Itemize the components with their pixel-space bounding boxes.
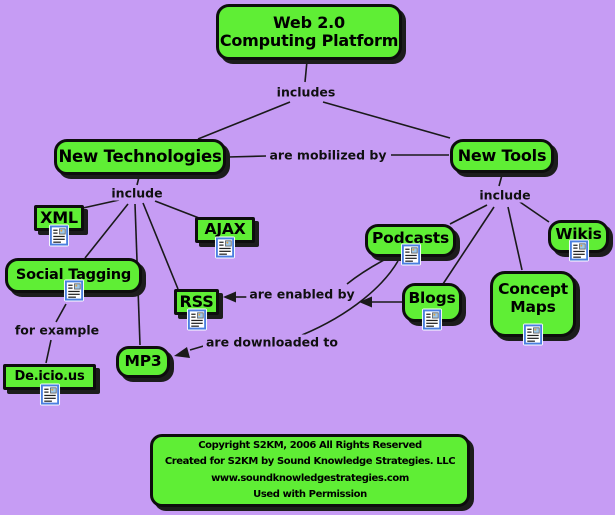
document-resource-icon[interactable]: [214, 236, 236, 259]
node-label: XML: [40, 207, 78, 227]
edge-label-are-downloaded-to: are downloaded to: [202, 334, 342, 350]
node-label: Blogs: [408, 288, 456, 307]
node-label: MP3: [124, 352, 162, 371]
node-label: New Technologies: [58, 146, 222, 166]
node-label: RSS: [179, 291, 214, 311]
node-label: Computing Platform: [219, 31, 399, 50]
node-podcasts[interactable]: Podcasts: [365, 224, 456, 266]
node-label: Wikis: [555, 224, 602, 243]
document-resource-icon[interactable]: [48, 224, 70, 247]
copyright-line: Created for S2KM by Sound Knowledge Stra…: [164, 456, 456, 467]
copyright-box: Copyright S2KM, 2006 All Rights Reserved…: [150, 434, 470, 507]
document-resource-icon[interactable]: [522, 323, 544, 346]
document-resource-icon[interactable]: [39, 383, 60, 406]
node-ajax[interactable]: AJAX: [195, 217, 255, 259]
node-web-2-0-computing-platform[interactable]: Web 2.0 Computing Platform: [216, 4, 402, 60]
node-label: New Tools: [457, 145, 547, 165]
edge-label-includes: includes: [273, 84, 339, 100]
document-resource-icon[interactable]: [186, 308, 207, 331]
edge-label-are-mobilized-by: are mobilized by: [266, 147, 390, 163]
edge-label-include-right: include: [476, 187, 534, 203]
node-label: Concept: [498, 280, 568, 299]
document-resource-icon[interactable]: [568, 239, 589, 262]
node-new-technologies[interactable]: New Technologies: [54, 139, 226, 175]
node-mp3[interactable]: MP3: [116, 346, 170, 378]
node-concept-maps[interactable]: Concept Maps: [490, 271, 576, 346]
copyright-line: www.soundknowledgestrategies.com: [211, 472, 409, 484]
document-resource-icon[interactable]: [400, 243, 421, 266]
node-label: Podcasts: [371, 228, 449, 247]
document-resource-icon[interactable]: [63, 279, 84, 302]
node-blogs[interactable]: Blogs: [402, 283, 462, 331]
copyright-line: Used with Permission: [253, 489, 367, 500]
node-new-tools[interactable]: New Tools: [450, 139, 554, 173]
node-label: Maps: [510, 298, 556, 316]
node-label: AJAX: [204, 220, 246, 239]
document-resource-icon[interactable]: [421, 308, 443, 331]
node-rss[interactable]: RSS: [174, 289, 219, 331]
node-xml[interactable]: XML: [34, 205, 84, 247]
node-label: Social Tagging: [15, 267, 132, 284]
node-delicious[interactable]: De.icio.us: [3, 364, 96, 406]
node-wikis[interactable]: Wikis: [548, 220, 609, 262]
node-social-tagging[interactable]: Social Tagging: [5, 258, 142, 302]
copyright-line: Copyright S2KM, 2006 All Rights Reserved: [198, 439, 422, 451]
node-label: Web 2.0: [273, 12, 345, 32]
edge-label-are-enabled-by: are enabled by: [246, 286, 358, 302]
edge-label-include-left: include: [108, 185, 166, 201]
edge-label-for-example: for example: [11, 322, 103, 338]
node-label: De.icio.us: [14, 368, 85, 384]
